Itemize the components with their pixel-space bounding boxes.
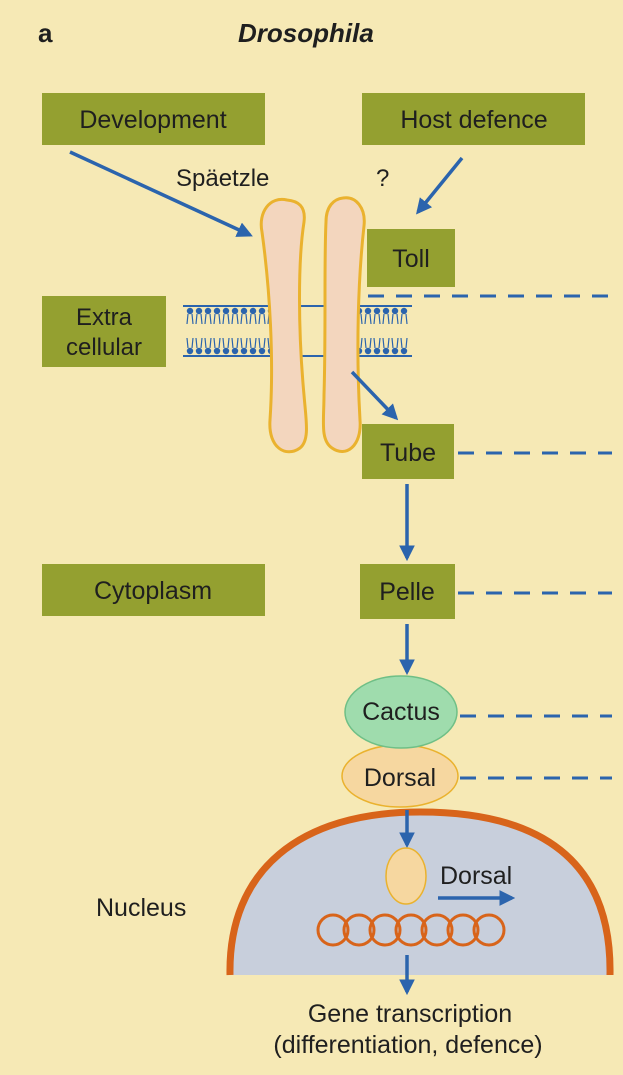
toll-box: Toll (367, 229, 455, 287)
lipid-molecule (392, 308, 398, 324)
cactus-label: Cactus (362, 698, 440, 726)
host-defence-box: Host defence (362, 93, 585, 145)
host-defence-label: Host defence (400, 106, 547, 134)
nucleus-label: Nucleus (96, 894, 186, 922)
lipid-molecule (241, 308, 247, 324)
extracellular-label-line1: Extra (76, 304, 133, 331)
question-mark: ? (376, 165, 389, 192)
lipid-molecule (392, 338, 398, 354)
panel-title: Drosophila (238, 18, 374, 48)
panel-letter: a (38, 18, 53, 48)
lipid-molecule (214, 338, 220, 354)
gene-transcription-label-line2: (differentiation, defence) (273, 1031, 542, 1059)
lipid-molecule (401, 338, 407, 354)
lipid-molecule (205, 338, 211, 354)
lipid-molecule (365, 308, 371, 324)
development-box: Development (42, 93, 265, 145)
extracellular-box: Extra cellular (42, 296, 166, 367)
lipid-molecule (383, 308, 389, 324)
development-label: Development (79, 106, 226, 134)
lipid-molecule (196, 308, 202, 324)
lipid-molecule (259, 308, 265, 324)
tube-box: Tube (362, 424, 454, 479)
lipid-molecule (223, 308, 229, 324)
lipid-molecule (374, 338, 380, 354)
lipid-molecule (374, 308, 380, 324)
lipid-molecule (214, 308, 220, 324)
toll-label: Toll (392, 245, 430, 273)
extracellular-label-line2: cellular (66, 334, 142, 361)
lipid-molecule (232, 338, 238, 354)
nuclear-dorsal-oval (386, 848, 426, 904)
cytoplasm-label: Cytoplasm (94, 577, 212, 605)
tube-label: Tube (380, 439, 436, 467)
lipid-molecule (383, 338, 389, 354)
lipid-molecule (401, 308, 407, 324)
lipid-molecule (205, 308, 211, 324)
pelle-label: Pelle (379, 578, 435, 606)
lipid-molecule (232, 308, 238, 324)
lipid-molecule (187, 338, 193, 354)
cytoplasm-box: Cytoplasm (42, 564, 265, 616)
dorsal-label: Dorsal (364, 764, 436, 792)
lipid-molecule (187, 308, 193, 324)
lipid-molecule (241, 338, 247, 354)
lipid-molecule (250, 338, 256, 354)
lipid-molecule (259, 338, 265, 354)
nuclear-dorsal-label: Dorsal (440, 862, 512, 890)
toll-receptor (261, 198, 364, 452)
lipid-molecule (250, 308, 256, 324)
gene-transcription-label-line1: Gene transcription (308, 1000, 512, 1028)
lipid-molecule (365, 338, 371, 354)
host-defence-arrow (418, 158, 462, 212)
lipid-molecule (196, 338, 202, 354)
pelle-box: Pelle (360, 564, 455, 619)
lipid-molecule (223, 338, 229, 354)
spaetzle-label: Späetzle (176, 165, 269, 192)
